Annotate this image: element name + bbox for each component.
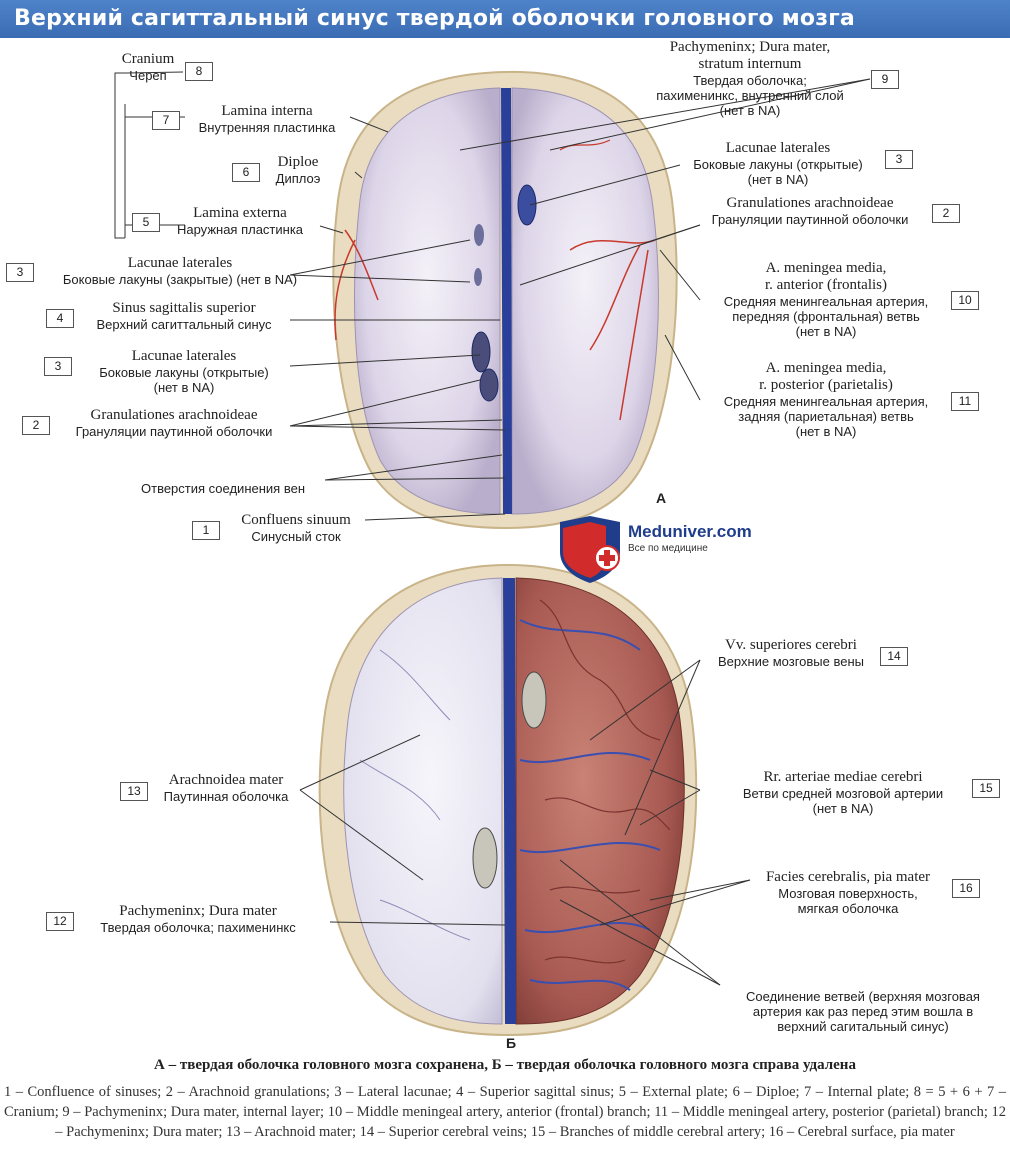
logo[interactable]: Meduniver.com Все по медицине <box>628 522 752 556</box>
figure-b-letter: Б <box>506 1035 517 1051</box>
dura-right-a <box>511 87 659 515</box>
figure-legend: 1 – Confluence of sinuses; 2 – Arachnoid… <box>4 1084 1006 1140</box>
cerebral-veins <box>519 619 661 991</box>
lacuna-a-4 <box>471 331 491 373</box>
callout-9: 9 <box>871 70 899 89</box>
label-vein-openings: Отверстия соединения вен <box>141 481 305 496</box>
label-meningea-posterior: A. meningea media,r. posterior (parietal… <box>723 360 929 439</box>
callout-3a: 3 <box>6 263 34 282</box>
superior-sagittal-sinus-b <box>503 578 516 1024</box>
callout-3c: 3 <box>885 150 913 169</box>
leader-lines-a <box>114 71 871 521</box>
callout-12: 12 <box>46 912 74 931</box>
superior-sagittal-sinus-a <box>501 88 512 514</box>
meningeal-artery-left <box>334 229 379 341</box>
callout-1: 1 <box>192 521 220 540</box>
lacuna-a-3 <box>474 268 482 286</box>
arachnoid-vessels <box>359 649 471 941</box>
callout-2a: 2 <box>22 416 50 435</box>
figure-caption: А – твердая оболочка головного мозга сох… <box>154 1057 856 1073</box>
meningeal-artery-anterior <box>559 139 611 151</box>
callout-2b: 2 <box>932 204 960 223</box>
page-title: Верхний сагиттальный синус твердой оболо… <box>0 0 1010 38</box>
granulation-b-2 <box>472 827 498 889</box>
lacuna-a-5 <box>479 368 499 402</box>
logo-name: Meduniver.com <box>628 522 752 541</box>
callout-15: 15 <box>972 779 1000 798</box>
meduniver-logo-icon <box>560 516 620 583</box>
callout-14: 14 <box>880 647 908 666</box>
dura-left-a <box>354 87 501 515</box>
figure-a <box>332 70 678 530</box>
callout-4: 4 <box>46 309 74 328</box>
figure-a-letter: А <box>656 490 667 506</box>
callout-16: 16 <box>952 879 980 898</box>
callout-11: 11 <box>951 392 979 411</box>
callout-10: 10 <box>951 291 979 310</box>
lacuna-a-1 <box>517 184 537 226</box>
callout-5: 5 <box>132 213 160 232</box>
granulation-b-1 <box>521 671 547 729</box>
gyri-lines <box>539 599 671 964</box>
callout-7: 7 <box>152 111 180 130</box>
callout-13: 13 <box>120 782 148 801</box>
callout-3b: 3 <box>44 357 72 376</box>
label-meningea-anterior: A. meningea media,r. anterior (frontalis… <box>723 260 929 339</box>
lacuna-a-2 <box>474 224 484 246</box>
callout-8: 8 <box>185 62 213 81</box>
logo-tagline: Все по медицине <box>628 543 708 554</box>
label-pachymeninx-internum: Pachymeninx; Dura mater,stratum internum… <box>656 39 844 118</box>
leader-lines-b <box>299 659 751 986</box>
callout-6: 6 <box>232 163 260 182</box>
